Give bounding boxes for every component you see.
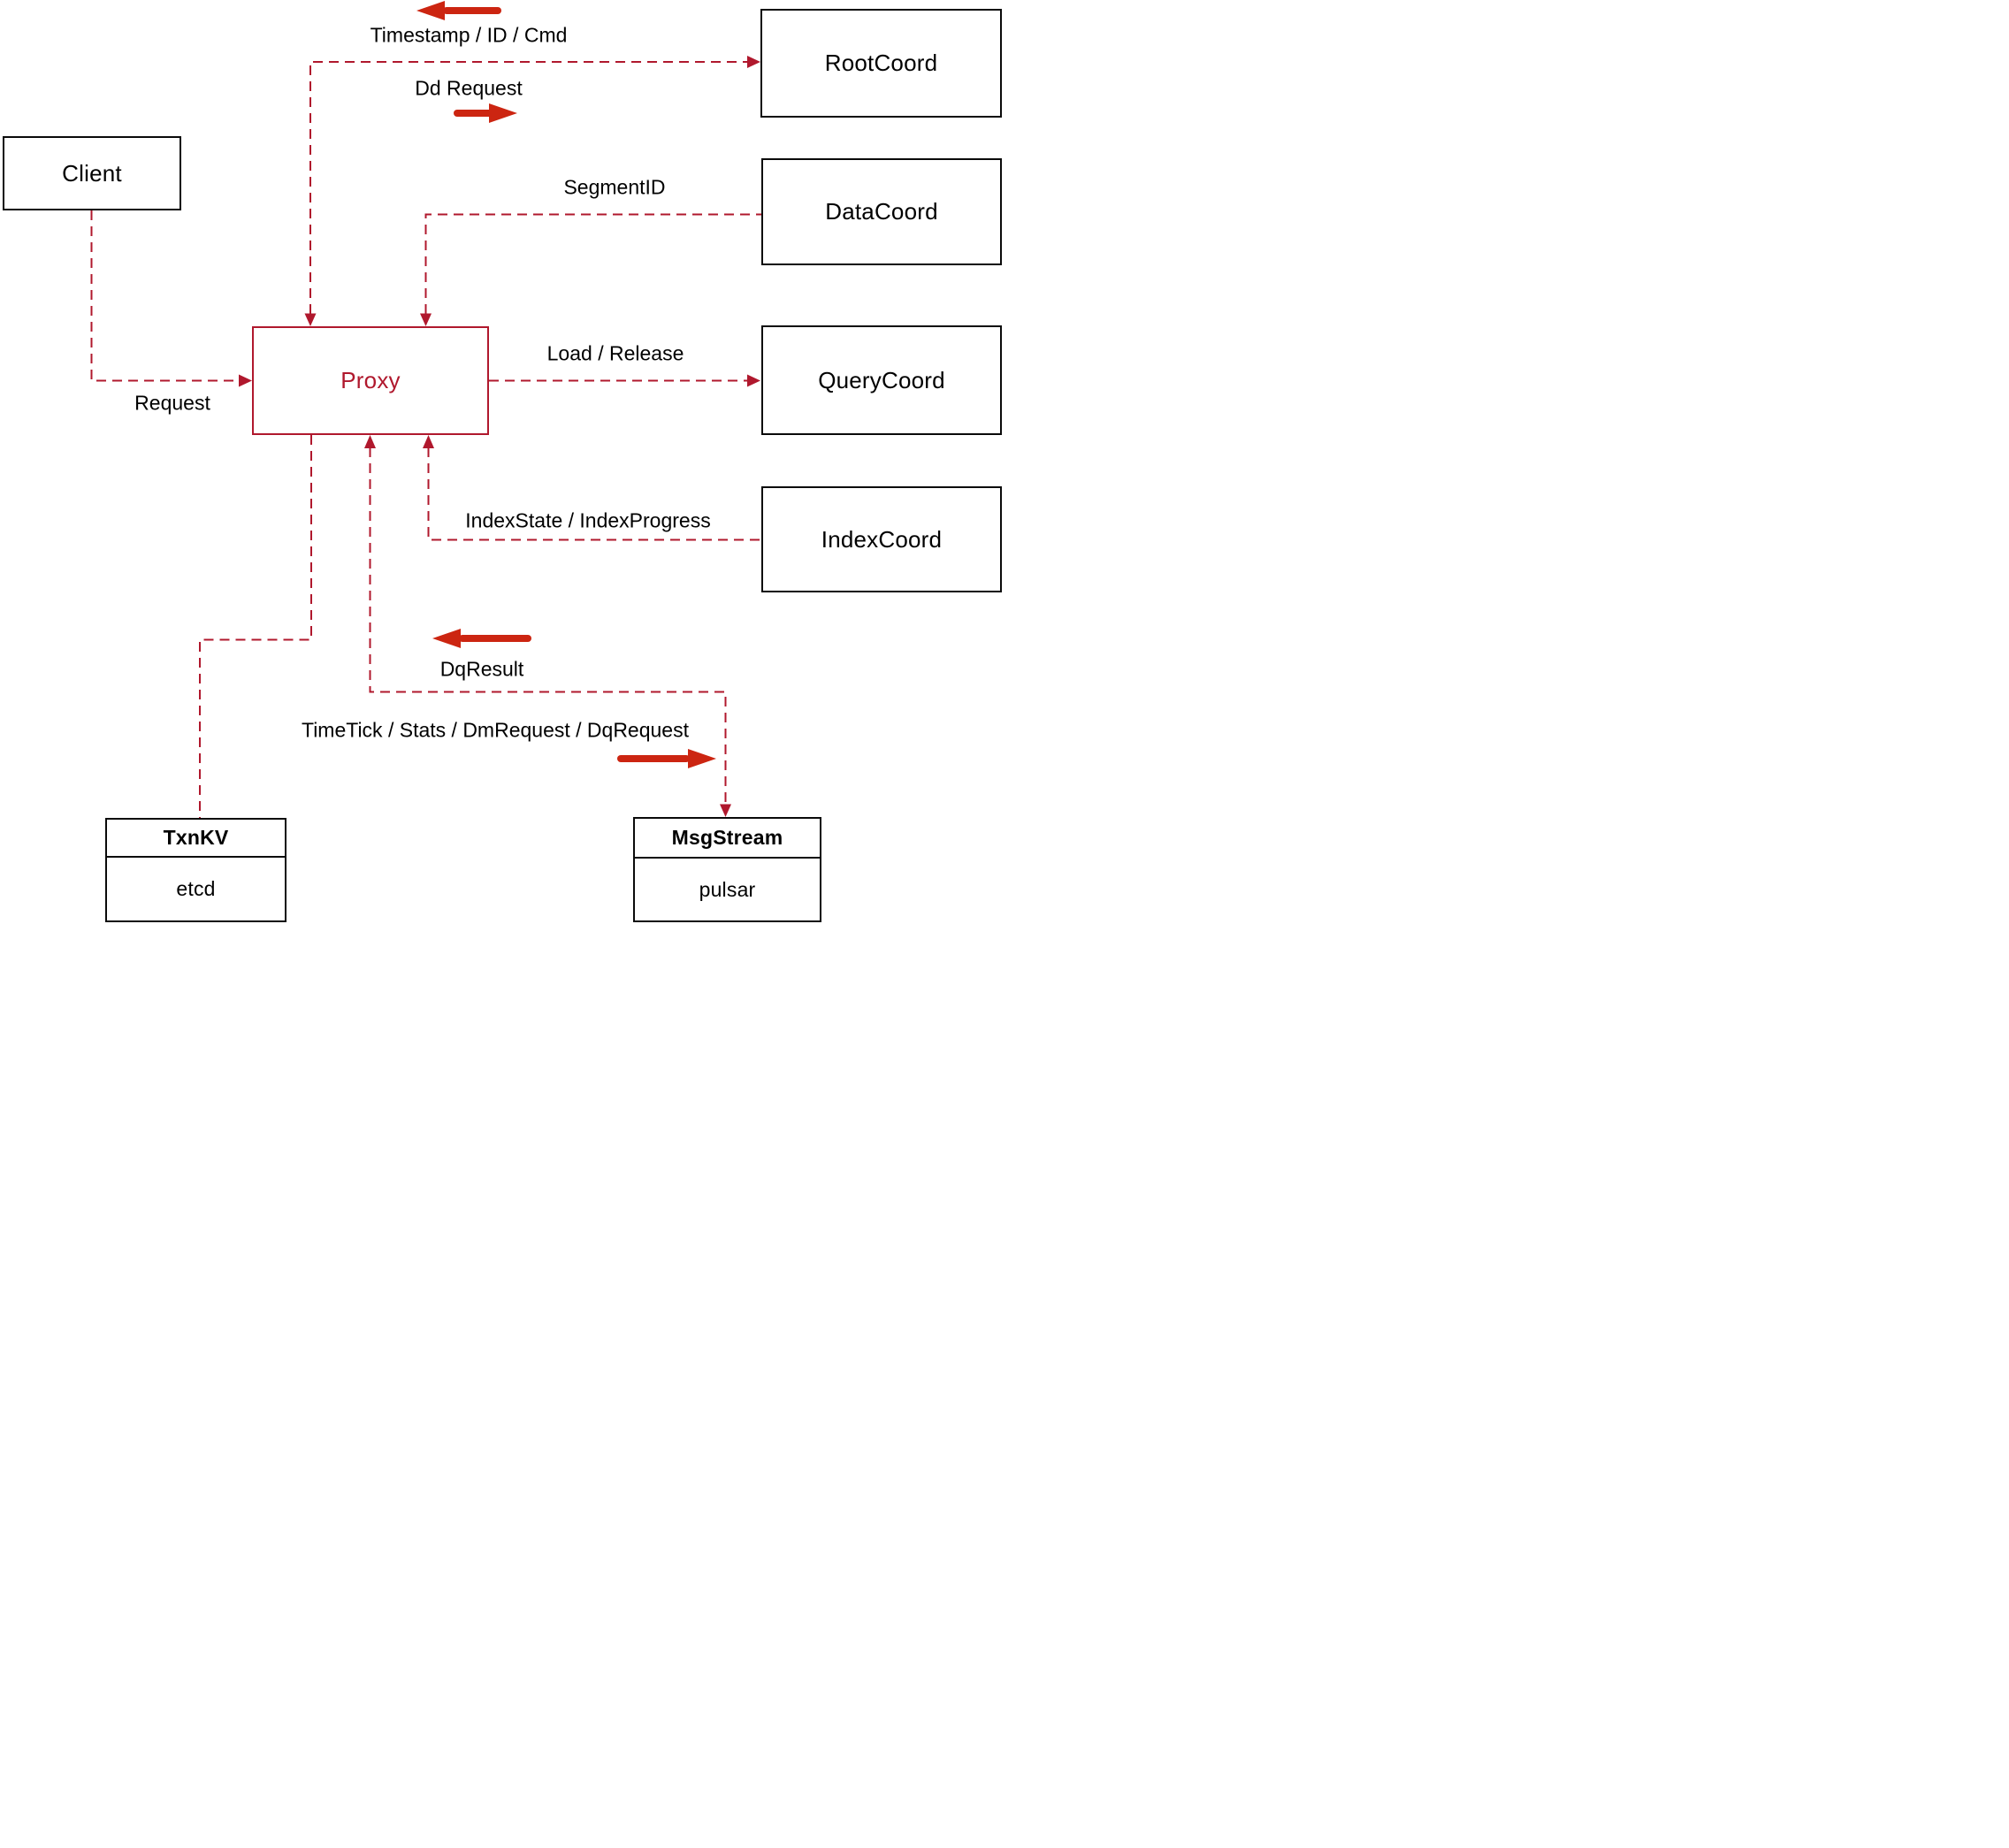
node-indexcoord-label: IndexCoord <box>821 525 943 553</box>
direction-arrow-right-timetick-head-icon <box>688 749 716 768</box>
arrowhead-into-querycoord-icon <box>747 374 760 387</box>
node-msgstream-subtitle: pulsar <box>699 877 756 901</box>
edge-proxy-rootcoord <box>309 61 747 314</box>
edge-client-to-proxy <box>90 210 239 382</box>
edge-label-load-release: Load / Release <box>546 341 684 365</box>
arrowhead-into-rootcoord-icon <box>747 56 760 68</box>
node-txnkv-title: TxnKV <box>107 820 285 858</box>
node-msgstream: MsgStream pulsar <box>633 817 821 922</box>
node-datacoord: DataCoord <box>761 158 1002 265</box>
node-proxy-label: Proxy <box>340 367 401 393</box>
edge-proxy-to-txnkv <box>199 435 312 818</box>
edge-datacoord-to-proxy <box>424 213 761 314</box>
edge-label-dd-request: Dd Request <box>415 76 523 100</box>
node-rootcoord-label: RootCoord <box>824 50 938 76</box>
node-txnkv-subtitle: etcd <box>176 877 216 900</box>
node-client-label: Client <box>62 159 122 187</box>
node-datacoord-label: DataCoord <box>825 198 938 225</box>
arrowhead-into-proxy-bottom-1-icon <box>364 435 376 448</box>
node-msgstream-title: MsgStream <box>635 819 820 859</box>
edge-label-segment-id: SegmentID <box>563 175 666 199</box>
node-client: Client <box>3 136 181 210</box>
arrowhead-into-proxy-top-2-icon <box>420 313 432 326</box>
edge-label-timestamp-id-cmd: Timestamp / ID / Cmd <box>370 23 568 47</box>
edge-label-timetick-stats: TimeTick / Stats / DmRequest / DqRequest <box>302 718 689 742</box>
edge-label-request: Request <box>134 391 210 415</box>
arrowhead-into-proxy-top-1-icon <box>304 313 317 326</box>
node-proxy: Proxy <box>252 326 489 435</box>
node-indexcoord: IndexCoord <box>761 486 1002 592</box>
arrowhead-into-proxy-left-icon <box>239 374 252 387</box>
edge-proxy-msgstream <box>369 447 727 812</box>
architecture-diagram: Client Proxy RootCoord DataCoord QueryCo… <box>0 0 1004 924</box>
edge-label-index-state-progress: IndexState / IndexProgress <box>465 508 711 532</box>
arrowhead-into-msgstream-icon <box>720 804 731 817</box>
node-txnkv: TxnKV etcd <box>105 818 286 922</box>
direction-arrow-right-ddrequest-head-icon <box>489 103 517 123</box>
node-rootcoord: RootCoord <box>760 9 1002 118</box>
arrowhead-into-proxy-bottom-2-icon <box>423 435 434 448</box>
node-querycoord: QueryCoord <box>761 325 1002 435</box>
edge-label-dq-result: DqResult <box>439 657 524 681</box>
direction-arrow-left-dqresult-head-icon <box>432 629 461 648</box>
direction-arrow-left-timestamp-head-icon <box>416 1 445 20</box>
node-querycoord-label: QueryCoord <box>818 366 945 393</box>
